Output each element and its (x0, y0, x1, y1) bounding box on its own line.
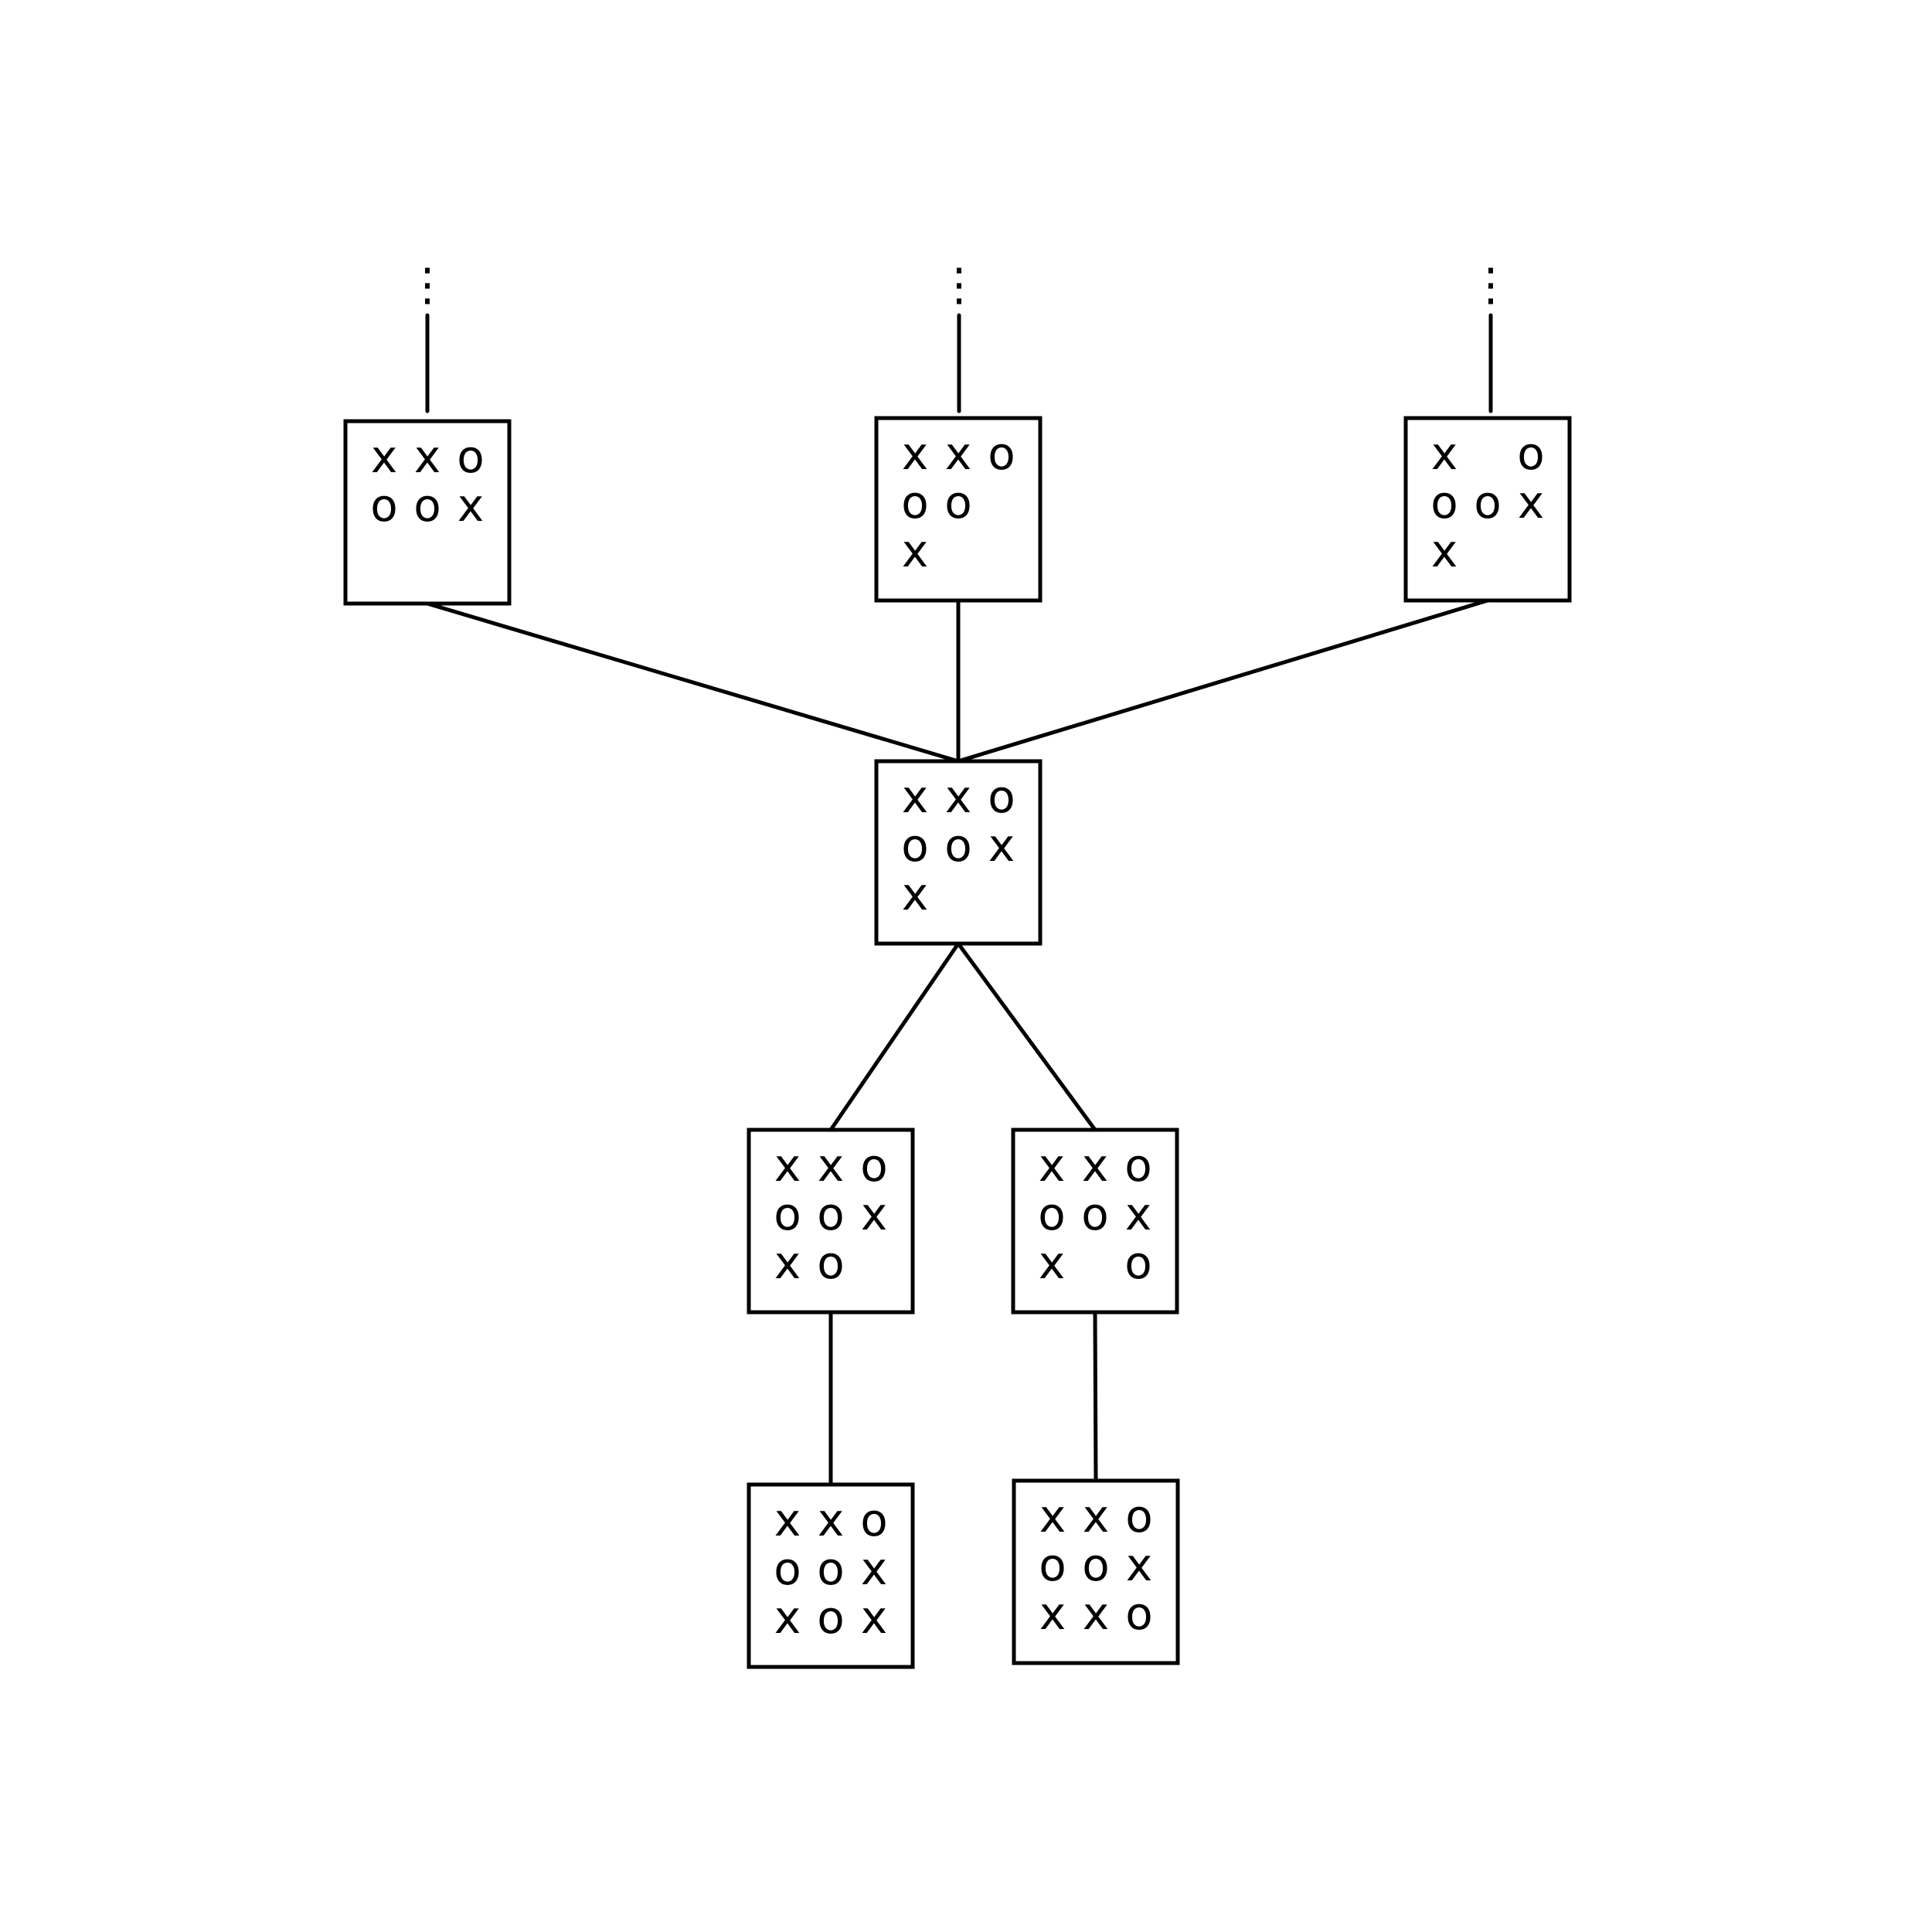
board-cell-x: x (988, 819, 1015, 872)
continuation-left: ⋮ (405, 258, 450, 413)
ellipsis-icon: ⋮ (1468, 258, 1513, 311)
board-cell-o: o (1430, 476, 1458, 529)
board-cell-x: x (818, 1494, 844, 1546)
board-cell-x: x (945, 770, 971, 823)
board-cell-o: o (817, 1236, 845, 1289)
board-cell-o: o (860, 1494, 888, 1546)
board-cell-o: o (413, 479, 441, 532)
board-cell-o: o (457, 430, 485, 483)
board-cell-o: o (1517, 427, 1545, 480)
board-frame (1403, 416, 1572, 603)
board-cell-x: x (1039, 1139, 1065, 1192)
board-cell-x: x (1125, 1188, 1151, 1240)
board-cell-x: x (371, 430, 397, 483)
board-cell-x: x (861, 1188, 887, 1240)
edge-current-to-child-left (828, 941, 961, 1132)
edge-current-to-child-right (956, 941, 1097, 1132)
board-cell-o: o (901, 476, 929, 529)
ellipsis-icon: ⋮ (937, 258, 981, 311)
board-cell-x: x (902, 525, 928, 577)
board-cell-x: x (1039, 1236, 1065, 1289)
board-cell-o: o (944, 819, 972, 872)
ellipsis-icon: ⋮ (405, 258, 450, 311)
edge-child-right-to-leaf-right (1093, 1310, 1098, 1483)
board-cell-o: o (1125, 1490, 1153, 1543)
board-cell-x: x (1082, 1139, 1108, 1192)
board-cell-o: o (988, 427, 1015, 480)
board-frame (343, 419, 512, 606)
board-cell-x: x (902, 770, 928, 823)
board-cell-o: o (774, 1543, 801, 1595)
board-cell-x: x (861, 1591, 887, 1644)
board-cell-x: x (945, 427, 971, 480)
board-cell-x: x (1431, 525, 1458, 577)
board-cell-x: x (902, 868, 928, 920)
board-frame (1012, 1478, 1180, 1665)
tree-edges (425, 598, 1490, 1487)
continuation-right: ⋮ (1468, 258, 1513, 413)
board-cell-o: o (817, 1188, 845, 1240)
board-cell-o: o (1124, 1236, 1152, 1289)
board-cell-x: x (902, 427, 928, 480)
board-cell-x: x (457, 479, 484, 532)
board-cell-o: o (1125, 1587, 1153, 1640)
board-cell-x: x (774, 1139, 801, 1192)
board-frame (1011, 1128, 1179, 1315)
board-cell-x: x (1431, 427, 1458, 480)
board-cell-o: o (1039, 1539, 1066, 1591)
board-cell-o: o (1081, 1188, 1109, 1240)
board-cell-x: x (1039, 1587, 1066, 1640)
board-cell-o: o (988, 770, 1015, 823)
board-cell-o: o (1124, 1139, 1152, 1192)
board-cell-o: o (817, 1591, 845, 1644)
board-cell-o: o (1038, 1188, 1066, 1240)
board-cell-o: o (1082, 1539, 1110, 1591)
board-cell-x: x (774, 1494, 801, 1546)
board-frame (874, 759, 1043, 946)
board-cell-x: x (1083, 1490, 1109, 1543)
board-frame (747, 1482, 915, 1669)
board-cell-o: o (774, 1188, 801, 1240)
board-cell-x: x (1126, 1539, 1152, 1591)
board-cell-o: o (817, 1543, 845, 1595)
board-cell-o: o (370, 479, 398, 532)
board-cell-x: x (1083, 1587, 1109, 1640)
board-cell-x: x (818, 1139, 844, 1192)
edge-parent-left-to-current (425, 601, 961, 764)
board-cell-o: o (860, 1139, 888, 1192)
board-cell-x: x (774, 1591, 801, 1644)
board-cell-o: o (944, 476, 972, 529)
board-cell-x: x (414, 430, 440, 483)
continuation-center: ⋮ (937, 258, 981, 413)
board-cell-o: o (1474, 476, 1502, 529)
board-cell-x: x (861, 1543, 887, 1595)
board-cell-o: o (901, 819, 929, 872)
board-frame (874, 416, 1043, 603)
board-cell-x: x (1518, 476, 1544, 529)
board-cell-x: x (774, 1236, 801, 1289)
board-cell-x: x (1039, 1490, 1066, 1543)
board-frame (747, 1128, 915, 1315)
edge-parent-right-to-current (956, 598, 1490, 764)
